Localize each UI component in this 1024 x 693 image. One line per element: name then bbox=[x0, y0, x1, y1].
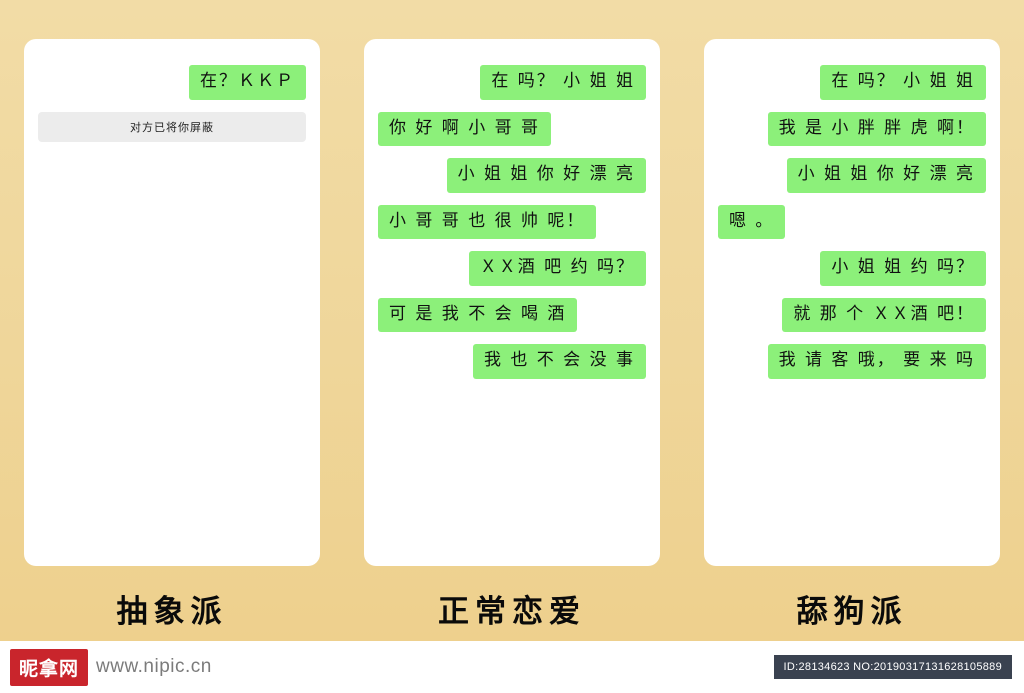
message-row: 小 哥 哥 也 很 帅 呢！ bbox=[378, 204, 646, 240]
chat-bubble: 在 吗？ 小 姐 姐 bbox=[480, 65, 646, 100]
message-row: 在？ＫＫＰ bbox=[38, 65, 306, 100]
message-row: 在 吗？ 小 姐 姐 bbox=[718, 65, 986, 100]
column-abstract: 在？ＫＫＰ 对方已将你屏蔽 抽象派 bbox=[24, 0, 320, 641]
chat-bubble: 我 也 不 会 没 事 bbox=[472, 344, 646, 379]
brand-logo: 昵拿网 bbox=[10, 648, 89, 686]
system-notice: 对方已将你屏蔽 bbox=[38, 111, 306, 142]
asset-id-label: ID:28134623 NO:20190317131628105889 bbox=[773, 655, 1012, 679]
column-caption: 抽象派 bbox=[116, 594, 228, 630]
message-row: 我 也 不 会 没 事 bbox=[378, 344, 646, 379]
chat-bubble: ＸＸ酒 吧 约 吗？ bbox=[468, 251, 646, 286]
chat-bubble: 在 吗？ 小 姐 姐 bbox=[820, 65, 986, 100]
message-row: ＸＸ酒 吧 约 吗？ bbox=[378, 251, 646, 286]
site-brand: 昵拿网 www.nipic.cn bbox=[0, 641, 212, 693]
message-row: 我 请 客 哦， 要 来 吗 bbox=[718, 344, 986, 379]
message-row: 你 好 啊 小 哥 哥 bbox=[378, 111, 646, 147]
chat-bubble: 小 姐 姐 你 好 漂 亮 bbox=[446, 158, 646, 193]
chat-bubble: 小 哥 哥 也 很 帅 呢！ bbox=[378, 204, 597, 240]
chat-bubble: 可 是 我 不 会 喝 酒 bbox=[378, 297, 578, 333]
chat-bubble: 我 请 客 哦， 要 来 吗 bbox=[767, 344, 986, 379]
chat-bubble: 小 姐 姐 你 好 漂 亮 bbox=[786, 158, 986, 193]
columns-container: 在？ＫＫＰ 对方已将你屏蔽 抽象派 在 吗？ 小 姐 姐 你 好 啊 小 哥 哥… bbox=[24, 0, 1000, 641]
message-row: 嗯 。 bbox=[718, 204, 986, 240]
message-row: 我 是 小 胖 胖 虎 啊！ bbox=[718, 111, 986, 147]
column-caption: 正常恋爱 bbox=[438, 594, 586, 630]
message-row: 就 那 个 ＸＸ酒 吧！ bbox=[718, 297, 986, 333]
message-row: 对方已将你屏蔽 bbox=[38, 111, 306, 142]
column-normal: 在 吗？ 小 姐 姐 你 好 啊 小 哥 哥 小 姐 姐 你 好 漂 亮 小 哥… bbox=[364, 0, 660, 641]
chat-bubble: 你 好 啊 小 哥 哥 bbox=[378, 111, 552, 147]
chat-panel-normal: 在 吗？ 小 姐 姐 你 好 啊 小 哥 哥 小 姐 姐 你 好 漂 亮 小 哥… bbox=[364, 39, 660, 566]
message-row: 小 姐 姐 你 好 漂 亮 bbox=[378, 158, 646, 193]
chat-bubble: 我 是 小 胖 胖 虎 啊！ bbox=[767, 111, 986, 147]
column-caption: 舔狗派 bbox=[796, 594, 908, 630]
column-simp: 在 吗？ 小 姐 姐 我 是 小 胖 胖 虎 啊！ 小 姐 姐 你 好 漂 亮 … bbox=[704, 0, 1000, 641]
poster-canvas: 在？ＫＫＰ 对方已将你屏蔽 抽象派 在 吗？ 小 姐 姐 你 好 啊 小 哥 哥… bbox=[0, 0, 1024, 641]
message-row: 小 姐 姐 你 好 漂 亮 bbox=[718, 158, 986, 193]
chat-bubble: 小 姐 姐 约 吗？ bbox=[820, 251, 986, 286]
chat-bubble: 就 那 个 ＸＸ酒 吧！ bbox=[782, 297, 986, 333]
chat-panel-abstract: 在？ＫＫＰ 对方已将你屏蔽 bbox=[24, 39, 320, 566]
chat-bubble: 在？ＫＫＰ bbox=[189, 65, 306, 100]
message-row: 可 是 我 不 会 喝 酒 bbox=[378, 297, 646, 333]
chat-panel-simp: 在 吗？ 小 姐 姐 我 是 小 胖 胖 虎 啊！ 小 姐 姐 你 好 漂 亮 … bbox=[704, 39, 1000, 566]
brand-url: www.nipic.cn bbox=[96, 656, 212, 677]
message-row: 小 姐 姐 约 吗？ bbox=[718, 251, 986, 286]
message-row: 在 吗？ 小 姐 姐 bbox=[378, 65, 646, 100]
chat-bubble: 嗯 。 bbox=[718, 204, 786, 240]
footer-bar: 昵拿网 www.nipic.cn ID:28134623 NO:20190317… bbox=[0, 641, 1024, 693]
